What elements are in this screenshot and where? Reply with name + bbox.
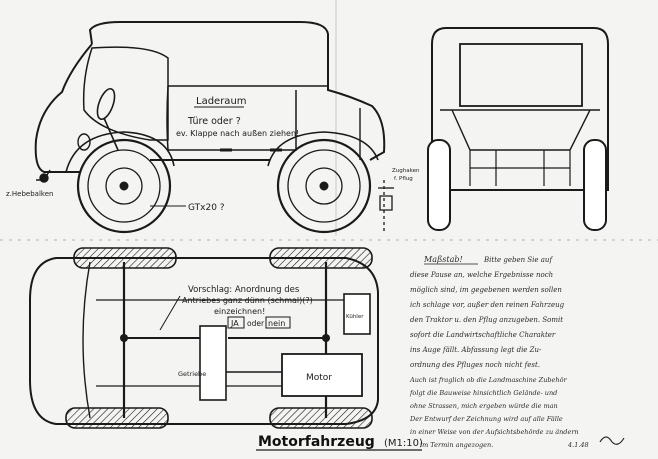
motor-label: Motor xyxy=(306,373,332,383)
drawing-scale: (M1:10) xyxy=(384,438,423,449)
plan-front-right-tyre xyxy=(65,407,169,429)
notes-line: ordnung des Pfluges noch nicht fest. xyxy=(410,361,540,369)
notes-heading: Maßstab! xyxy=(423,255,463,264)
or-label: oder xyxy=(247,319,265,328)
rear-view-right-tyre xyxy=(583,139,607,231)
notes-line: diese Pause an, welche Ergebnisse noch xyxy=(410,271,553,279)
plan-front-left-tyre xyxy=(73,247,177,269)
notes-line: Der Entwurf der Zeichnung wird auf alle … xyxy=(409,415,563,423)
proposal-leader xyxy=(159,295,181,331)
front-diff xyxy=(120,334,128,342)
yes-box xyxy=(227,316,245,329)
cargo-note-2: ev. Klappe nach außen ziehen! xyxy=(176,129,299,138)
cargo-note-1: Türe oder ? xyxy=(187,116,241,127)
notes-line: Bitte geben Sie auf xyxy=(483,256,553,264)
no-box xyxy=(265,316,291,329)
coupling-label-2: f. Pflug xyxy=(394,176,413,182)
rear-view-left-tyre xyxy=(427,139,451,231)
rear-diff xyxy=(322,334,330,342)
rear-coupling xyxy=(378,180,394,232)
lift-beam-hook xyxy=(36,169,51,183)
yes-label: JA xyxy=(230,319,239,328)
proposal-line-1: Vorschlag: Anordnung des xyxy=(188,285,300,295)
notes-line: folgt die Bauweise hinsichtlich Gelände-… xyxy=(409,389,557,397)
proposal-line-3: einzeichnen! xyxy=(214,307,265,316)
plan-rear-right-tyre xyxy=(269,407,373,429)
signature-date: 4.1.48 xyxy=(567,441,589,449)
notes-line: ins Auge fällt. Abfassung legt die Zu- xyxy=(410,346,542,354)
coupling-label-1: Zughaken xyxy=(392,168,420,174)
cooler-label: Kühler xyxy=(346,314,364,320)
notes-line: den Traktor u. den Pflug anzugeben. Somi… xyxy=(410,316,563,324)
notes-line: sofort die Landwirtschaftliche Charakter xyxy=(410,331,556,339)
drawing-title: Motorfahrzeug xyxy=(258,434,375,450)
notes-line: im Termin angezogen. xyxy=(420,441,493,449)
no-label: nein xyxy=(268,319,285,328)
rear-view-vehicle xyxy=(431,27,609,191)
front-wheel-arch xyxy=(65,131,175,173)
notes-line: möglich sind, im gegebenen werden sollen xyxy=(410,286,562,294)
gearbox-label: Getriebe xyxy=(178,370,206,378)
gearbox-block xyxy=(199,325,227,401)
rear-wheel-arch xyxy=(267,131,379,167)
cooler-block xyxy=(343,293,371,335)
proposal-line-2: Antriebes ganz dünn (schmal)(?) xyxy=(182,296,313,305)
notes-line: in einer Weise von der Aufsichtsbehörde … xyxy=(410,428,579,436)
handwritten-notes: Maßstab! Bitte geben Sie auf diese Pause… xyxy=(409,255,625,449)
lift-beam-label: z.Hebebalken xyxy=(6,190,53,198)
rear-wheel xyxy=(276,138,372,234)
signature-mark xyxy=(599,436,625,445)
motor-block xyxy=(281,353,363,397)
plan-rear-left-tyre xyxy=(269,247,373,269)
tire-label: GTx20 ? xyxy=(188,203,225,213)
cargo-label: Laderaum xyxy=(196,96,247,107)
notes-line: ich schlage vor, außer den reinen Fahrze… xyxy=(410,301,565,309)
front-wheel xyxy=(76,138,172,234)
notes-line: Auch ist fraglich ob die Landmaschine Zu… xyxy=(409,376,567,384)
notes-line: ohne Strassen, mich ergeben würde die ma… xyxy=(410,402,558,410)
